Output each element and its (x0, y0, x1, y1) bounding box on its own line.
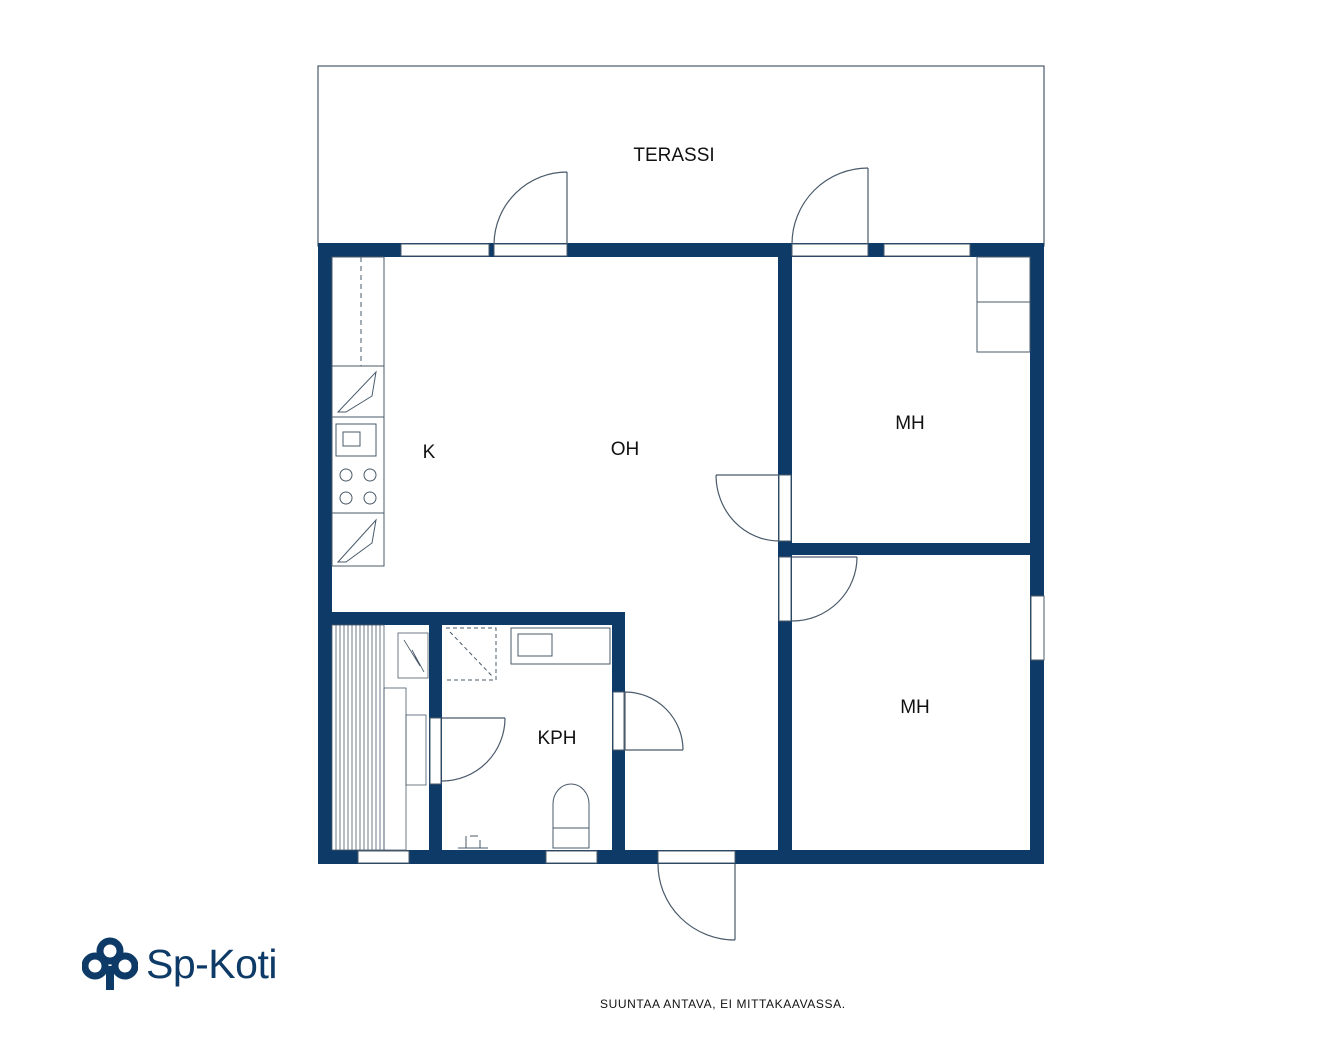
shower-screen (446, 627, 497, 681)
window-top-right (883, 243, 971, 257)
window-bottom-bath (545, 850, 598, 864)
wall-bedrooms (778, 543, 1044, 555)
window-right (1030, 595, 1045, 661)
door-bedroom-lower (791, 556, 858, 622)
door-terrace-left (493, 171, 568, 245)
stove-plate (339, 491, 353, 505)
door-opening-bath (612, 691, 625, 751)
door-opening-sauna (429, 717, 442, 785)
door-entrance (657, 863, 736, 941)
door-opening-top-1 (493, 243, 568, 257)
brand-logo: Sp-Koti (82, 934, 277, 994)
door-bathroom (624, 691, 684, 751)
window-bottom-left (357, 850, 410, 864)
door-opening-bedroom-lower (778, 556, 792, 622)
kitchen-sink (335, 423, 377, 457)
brand-name: Sp-Koti (146, 940, 277, 987)
sp-tree-icon (82, 937, 138, 990)
walls (318, 243, 1044, 864)
kitchen-cabinet (331, 512, 385, 567)
door-opening-entrance (657, 850, 736, 864)
room-label-bedroom-lower: MH (900, 697, 930, 718)
openings (357, 243, 1045, 864)
wall-left (318, 243, 332, 864)
door-terrace-right (791, 167, 869, 245)
door-opening-top-2 (791, 243, 869, 257)
stove-plate (363, 491, 377, 505)
room-label-kitchen: K (423, 442, 436, 463)
room-label-living: OH (611, 439, 640, 460)
stove-plate (363, 468, 377, 482)
door-bedroom-upper (715, 474, 780, 542)
plan-disclaimer: SUUNTAA ANTAVA, EI MITTAKAAVASSA. (600, 997, 846, 1011)
door-sauna (441, 717, 506, 782)
bath-sink (517, 633, 553, 657)
window-top-left (400, 243, 490, 257)
kitchen-fixtures (331, 256, 385, 567)
sauna-stove (397, 632, 429, 679)
room-label-terrace: TERASSI (633, 145, 714, 166)
room-label-bathroom: KPH (537, 728, 576, 749)
bath-sink-counter (510, 627, 611, 665)
sauna-benches (331, 624, 429, 851)
wall-bath-top (318, 612, 625, 625)
fridge (331, 365, 385, 418)
door-opening-bedroom-upper (778, 474, 792, 542)
wardrobe (976, 256, 1031, 353)
toilet-tank (552, 827, 590, 849)
room-label-bedroom-upper: MH (895, 413, 925, 434)
floor-drain (458, 835, 488, 849)
bathroom-fixtures (446, 627, 611, 849)
stove-plate (339, 468, 353, 482)
toilet-bowl (552, 783, 590, 828)
door-swings (441, 167, 869, 941)
